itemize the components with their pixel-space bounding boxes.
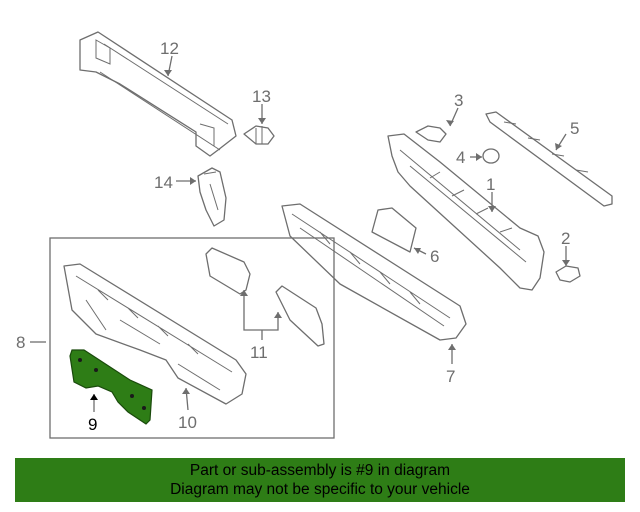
info-banner: Part or sub-assembly is #9 in diagram Di… [15, 458, 625, 502]
part-10-grille [63, 263, 247, 405]
banner-line-1: Part or sub-assembly is #9 in diagram [189, 462, 451, 479]
banner-line-2: Diagram may not be specific to your vehi… [170, 481, 470, 498]
part-6-pad [371, 207, 417, 253]
inset-box [49, 237, 335, 439]
callout-2: 2 [561, 229, 570, 248]
part-13-bolt [243, 125, 275, 145]
part-14-bracket [197, 167, 227, 227]
part-4-clip [482, 148, 500, 164]
part-12-upper-bar [79, 31, 237, 157]
callout-13: 13 [252, 87, 271, 106]
part-3-bolt [415, 125, 447, 143]
callout-10: 10 [178, 413, 197, 432]
part-9-highlighted-plate [69, 349, 153, 425]
callout-9: 9 [88, 415, 97, 434]
callout-11: 11 [250, 343, 268, 362]
callout-14: 14 [154, 173, 173, 192]
part-1-reinforcement [387, 133, 545, 291]
callout-3: 3 [454, 91, 463, 110]
callout-6: 6 [430, 247, 439, 266]
callout-4: 4 [456, 148, 465, 167]
parts-diagram: 12 13 14 3 4 5 1 2 6 7 8 11 10 9 [16, 31, 613, 439]
part-2-bolt [555, 265, 581, 283]
part-5-strip [485, 111, 613, 207]
callout-7: 7 [446, 367, 455, 386]
callout-5: 5 [570, 119, 579, 138]
callout-12: 12 [160, 39, 179, 58]
callout-1: 1 [486, 175, 495, 194]
callout-8: 8 [16, 333, 25, 352]
part-11-brackets [205, 247, 325, 347]
